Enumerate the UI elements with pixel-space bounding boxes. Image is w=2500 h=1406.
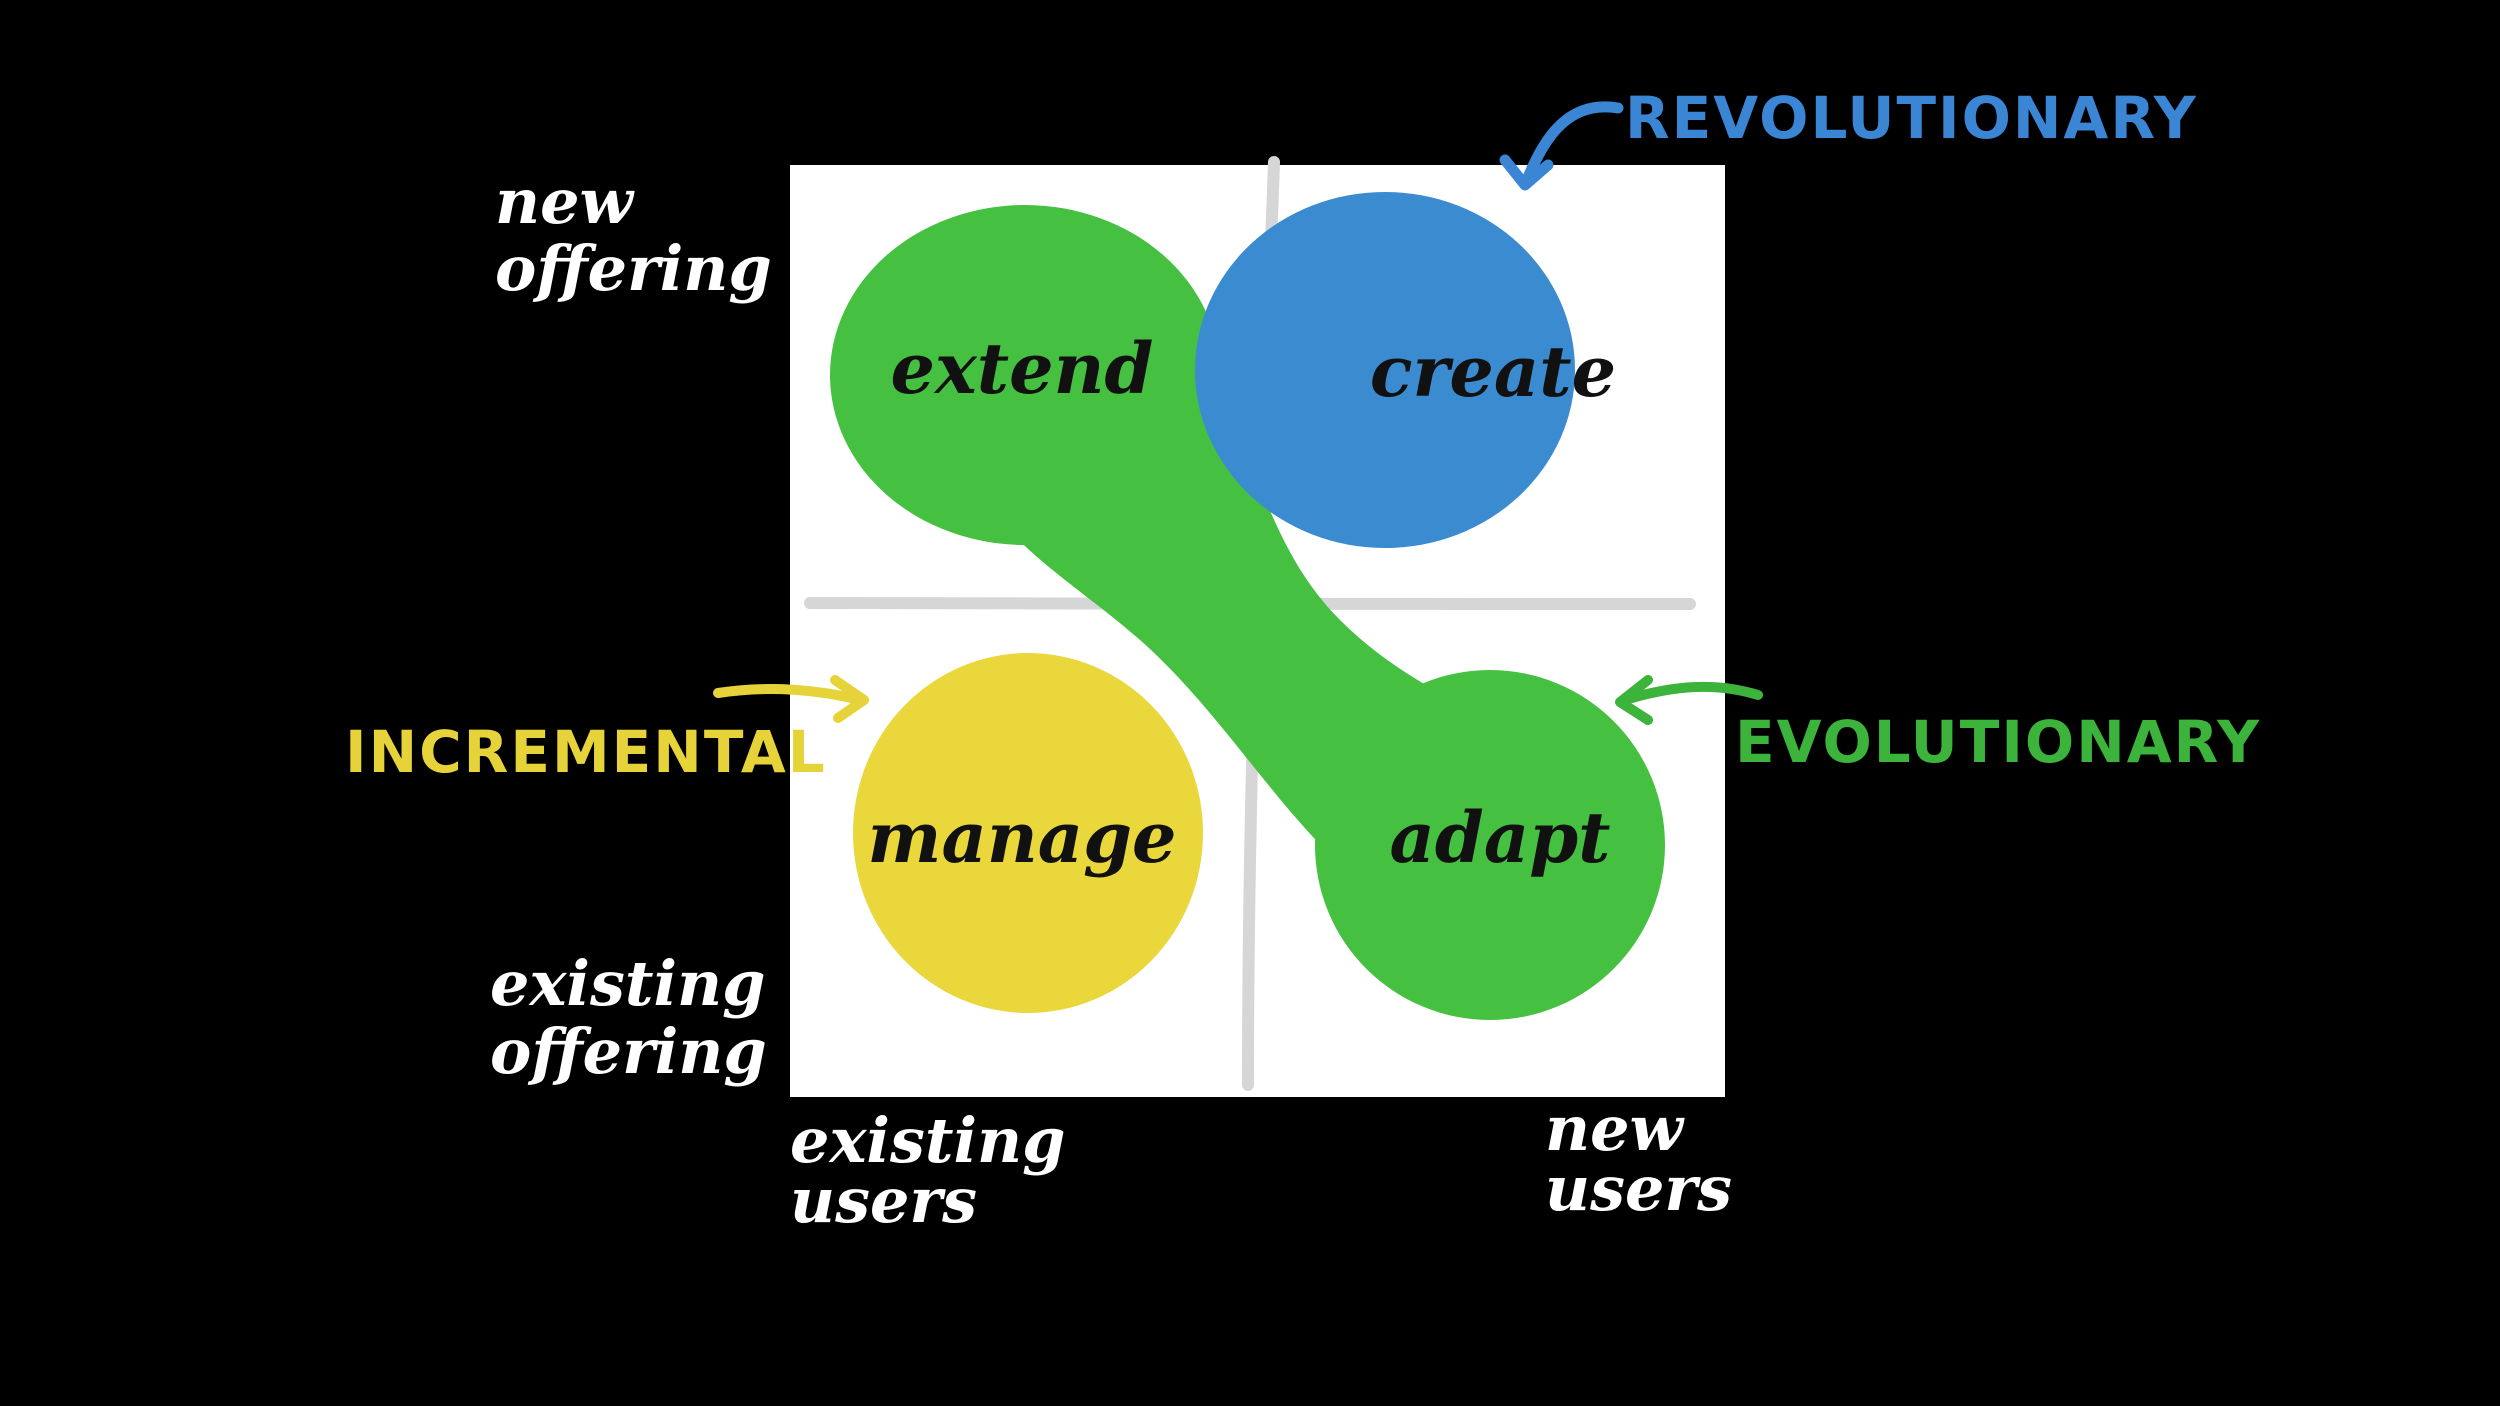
revolutionary-arrowhead bbox=[1499, 154, 1554, 191]
x-axis-left-label-line2: users bbox=[790, 1164, 977, 1237]
create-label: create bbox=[1370, 330, 1616, 413]
x-axis-right-label-line2: users bbox=[1545, 1152, 1732, 1225]
incremental-arrowhead bbox=[830, 675, 869, 723]
y-axis-bottom-label-line1: existing bbox=[490, 947, 766, 1020]
evolutionary-dumbbell bbox=[830, 205, 1665, 1020]
revolutionary-arrow bbox=[1521, 101, 1624, 186]
incremental-arrow bbox=[713, 684, 865, 705]
y-axis-top-label-line2: offering bbox=[495, 232, 772, 305]
revolutionary-annotation: REVOLUTIONARY bbox=[1625, 84, 2198, 152]
manage-blob bbox=[853, 653, 1203, 1013]
x-axis-left-label-line1: existing bbox=[790, 1104, 1066, 1177]
evolutionary-arrow bbox=[1620, 681, 1763, 705]
evolutionary-arrowhead bbox=[1615, 675, 1653, 725]
evolutionary-annotation: EVOLUTIONARY bbox=[1735, 708, 2261, 776]
create-blob bbox=[1195, 192, 1575, 548]
incremental-annotation: INCREMENTAL bbox=[345, 718, 827, 786]
y-axis-top-label-line1: new bbox=[495, 165, 636, 238]
adapt-blob bbox=[1315, 670, 1665, 1020]
adapt-label: adapt bbox=[1390, 796, 1611, 879]
extend-label: extend bbox=[891, 327, 1154, 410]
x-axis-right-label-line1: new bbox=[1545, 1092, 1686, 1165]
manage-label: manage bbox=[867, 796, 1176, 879]
y-axis-bottom-label-line2: offering bbox=[490, 1015, 767, 1088]
extend-blob bbox=[830, 205, 1220, 545]
